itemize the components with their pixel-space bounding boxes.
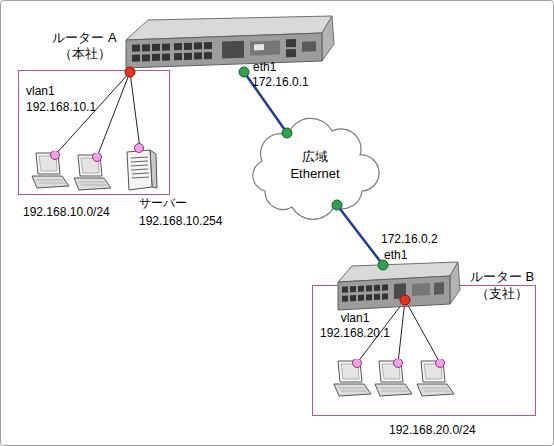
router-heading: ルーター A （本社） xyxy=(42,30,127,62)
laptop-icon xyxy=(417,359,454,397)
lan-wires xyxy=(55,72,440,363)
laptop-icon xyxy=(74,153,111,191)
cloud-outline xyxy=(250,133,372,205)
wan-link xyxy=(244,72,287,133)
cloud-label: 広域 Ethernet xyxy=(285,148,345,182)
router-heading: ルーター B （支社） xyxy=(462,268,542,302)
port-dots xyxy=(125,67,410,305)
lan-segment-box: vlan1 192.168.10.1192.168.10.0/24サーバー 19… xyxy=(18,70,170,195)
subnet-label: 192.168.20.0/24 xyxy=(389,422,519,438)
wan-link xyxy=(337,205,383,265)
ip-address-label: 172.16.0.1 xyxy=(252,75,309,89)
router-a-illustration xyxy=(126,16,334,68)
laptop-icon xyxy=(334,359,371,397)
interface-label: eth1 xyxy=(253,60,276,74)
laptop-icon xyxy=(32,151,69,189)
server-icon xyxy=(127,150,157,190)
vlan-address: vlan1 192.168.10.1 xyxy=(26,83,104,115)
server-node: サーバー 192.168.10.254 xyxy=(123,149,157,191)
ip-address-label: 172.16.0.2 xyxy=(381,232,438,246)
server-label: サーバー 192.168.10.254 xyxy=(139,194,234,230)
laptop-icon xyxy=(375,359,412,397)
lan-wire xyxy=(130,72,140,149)
router-b-illustration xyxy=(338,262,460,310)
wan-cloud: 広域 Ethernet xyxy=(250,133,372,205)
interface-label: eth1 xyxy=(384,248,407,262)
vlan-address: vlan1 192.168.20.1 xyxy=(315,311,395,341)
cloud-shape xyxy=(253,118,379,219)
subnet-label: 192.168.10.0/24 xyxy=(23,204,143,220)
